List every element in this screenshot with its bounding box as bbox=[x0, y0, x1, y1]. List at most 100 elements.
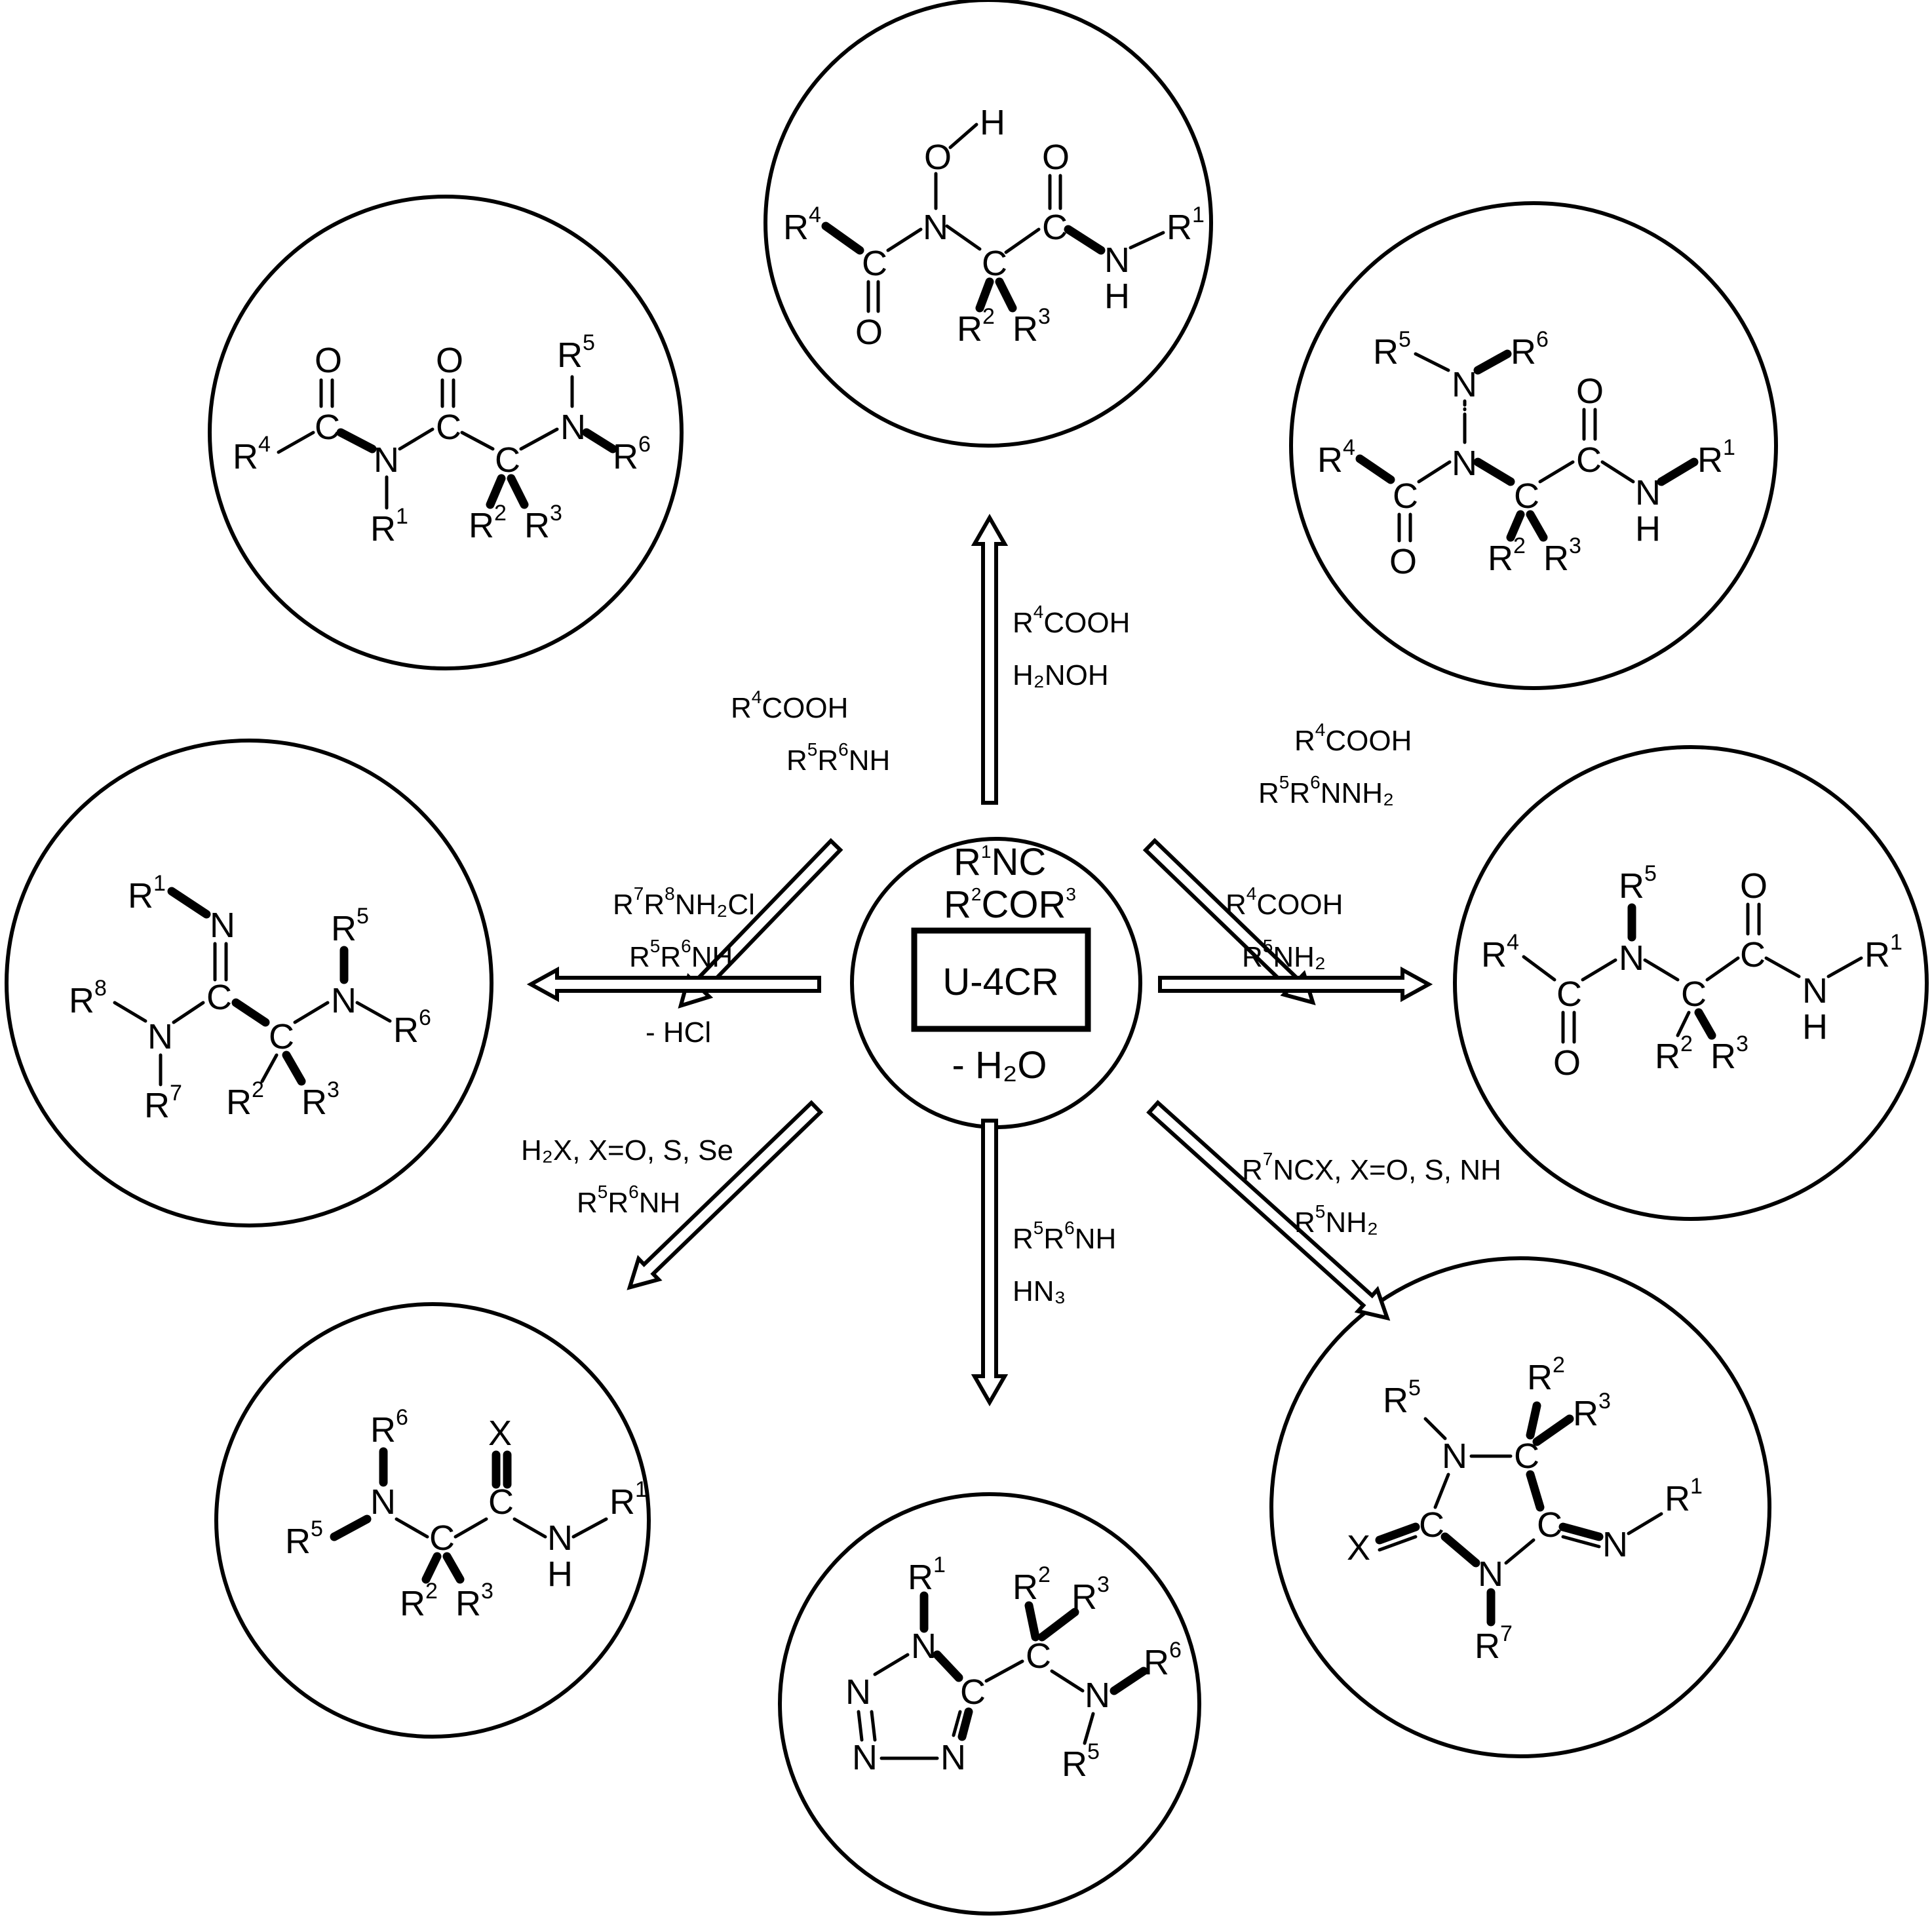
svg-text:N: N bbox=[1452, 444, 1477, 483]
svg-text:R6: R6 bbox=[1511, 327, 1549, 372]
svg-text:O: O bbox=[1553, 1043, 1581, 1083]
svg-text:R1: R1 bbox=[1665, 1474, 1703, 1518]
svg-text:R1: R1 bbox=[908, 1552, 946, 1597]
structure-bottom: R1 N N N N C C R2 R3 N R6 R5 bbox=[845, 1552, 1182, 1784]
structure-bottom-left: R6 N R5 C R2 R3 C X N H R1 bbox=[285, 1405, 647, 1623]
structure-left: R1 N C R8 N R7 C R2 R3 N R5 R6 bbox=[69, 871, 431, 1125]
svg-text:C: C bbox=[488, 1482, 514, 1522]
product-circle-top-right bbox=[1289, 201, 1778, 690]
svg-text:N: N bbox=[331, 981, 357, 1020]
svg-text:- HCl: - HCl bbox=[646, 1016, 711, 1049]
reagents-left: R7R8NH₂Cl R5R6NH - HCl bbox=[613, 883, 755, 1049]
svg-text:R7: R7 bbox=[144, 1081, 182, 1125]
svg-text:R3: R3 bbox=[524, 501, 562, 545]
svg-text:O: O bbox=[1389, 542, 1417, 581]
svg-text:R1: R1 bbox=[1697, 435, 1735, 480]
svg-text:O: O bbox=[1576, 372, 1604, 411]
svg-text:R5: R5 bbox=[1373, 327, 1411, 372]
svg-text:C: C bbox=[1740, 935, 1766, 974]
svg-text:R5NH₂: R5NH₂ bbox=[1294, 1201, 1378, 1239]
svg-text:N: N bbox=[1478, 1554, 1503, 1594]
svg-text:R4COOH: R4COOH bbox=[1013, 602, 1130, 639]
svg-text:C: C bbox=[1537, 1505, 1562, 1545]
svg-text:C: C bbox=[206, 978, 232, 1017]
svg-text:R7R8NH₂Cl: R7R8NH₂Cl bbox=[613, 883, 755, 921]
svg-text:H: H bbox=[547, 1554, 573, 1594]
arrow-right bbox=[1158, 966, 1433, 1003]
svg-text:C: C bbox=[269, 1017, 294, 1056]
svg-text:R4COOH: R4COOH bbox=[1294, 720, 1412, 757]
svg-text:R2: R2 bbox=[400, 1579, 438, 1623]
svg-text:R5: R5 bbox=[1062, 1739, 1100, 1784]
u4cr-box bbox=[911, 927, 1091, 1032]
svg-text:N: N bbox=[547, 1518, 573, 1558]
svg-text:O: O bbox=[436, 341, 463, 380]
product-circle-bottom-left bbox=[214, 1302, 651, 1739]
svg-text:R1: R1 bbox=[128, 871, 166, 916]
svg-text:O: O bbox=[855, 313, 883, 352]
svg-text:C: C bbox=[982, 244, 1007, 283]
svg-text:H₂NOH: H₂NOH bbox=[1013, 659, 1109, 691]
arrow-down-right bbox=[1146, 1100, 1391, 1321]
arrow-up bbox=[971, 513, 1009, 805]
svg-text:N: N bbox=[923, 208, 948, 247]
reagents-right: R4COOH R5NH₂ bbox=[1226, 883, 1343, 973]
structure-top: R4 C O N O H C R2 R3 C O N H R1 bbox=[783, 103, 1205, 352]
svg-text:C: C bbox=[862, 244, 887, 283]
svg-text:C: C bbox=[1419, 1505, 1444, 1545]
svg-text:R5R6NH: R5R6NH bbox=[629, 936, 733, 973]
svg-text:R5R6NH: R5R6NH bbox=[1013, 1218, 1116, 1255]
svg-text:N: N bbox=[845, 1672, 871, 1712]
svg-text:N: N bbox=[1635, 473, 1661, 512]
svg-text:N: N bbox=[370, 1482, 396, 1522]
svg-text:H: H bbox=[1635, 509, 1661, 549]
svg-text:R4COOH: R4COOH bbox=[731, 687, 848, 724]
svg-text:R3: R3 bbox=[1072, 1572, 1110, 1617]
svg-text:C: C bbox=[436, 408, 461, 447]
svg-text:R1NC: R1NC bbox=[954, 841, 1046, 883]
svg-text:O: O bbox=[924, 138, 952, 177]
structure-top-left: R4 C O N R1 C O C R2 R3 N R5 R6 bbox=[233, 330, 651, 549]
structure-top-right: R5 N R6 N R4 C O C R2 R3 C O N H R1 bbox=[1317, 327, 1735, 581]
reagents-down-right: R7NCX, X=O, S, NH R5NH₂ bbox=[1242, 1149, 1501, 1239]
svg-text:R5: R5 bbox=[331, 904, 369, 948]
svg-text:R2: R2 bbox=[226, 1077, 264, 1122]
svg-text:C: C bbox=[1576, 440, 1602, 480]
svg-text:R8: R8 bbox=[69, 976, 107, 1020]
svg-text:C: C bbox=[960, 1672, 986, 1712]
svg-text:N: N bbox=[1085, 1676, 1110, 1715]
svg-text:R3: R3 bbox=[1573, 1389, 1611, 1433]
product-circle-bottom-right bbox=[1269, 1256, 1771, 1758]
svg-text:O: O bbox=[315, 341, 342, 380]
svg-text:R2: R2 bbox=[1527, 1353, 1565, 1397]
svg-text:R6: R6 bbox=[1144, 1638, 1182, 1682]
svg-text:R5NH₂: R5NH₂ bbox=[1242, 936, 1326, 973]
svg-text:O: O bbox=[1740, 866, 1768, 906]
svg-text:R6: R6 bbox=[613, 432, 651, 476]
svg-text:O: O bbox=[1042, 138, 1070, 177]
svg-text:N: N bbox=[1802, 971, 1828, 1011]
reagents-up-right: R4COOH R5R6NNH₂ bbox=[1258, 720, 1412, 809]
svg-text:H: H bbox=[1802, 1007, 1828, 1047]
svg-text:R4: R4 bbox=[1481, 930, 1519, 974]
svg-text:N: N bbox=[1602, 1525, 1628, 1564]
structure-bottom-right: R5 N C R2 R3 C N R1 C X N R7 bbox=[1347, 1353, 1703, 1666]
svg-text:R4COOH: R4COOH bbox=[1226, 883, 1343, 921]
structure-right: R4 C O N R5 C R2 R3 C O N H R1 bbox=[1481, 861, 1903, 1083]
svg-text:R5: R5 bbox=[1383, 1376, 1421, 1420]
arrow-down bbox=[971, 1119, 1009, 1407]
svg-text:R2: R2 bbox=[1488, 533, 1526, 578]
svg-text:R3: R3 bbox=[1710, 1031, 1748, 1076]
svg-text:R2: R2 bbox=[957, 304, 995, 349]
arrow-left bbox=[526, 966, 821, 1003]
svg-text:R5: R5 bbox=[285, 1516, 323, 1561]
svg-text:N: N bbox=[147, 1017, 173, 1056]
svg-text:R5: R5 bbox=[1619, 861, 1657, 906]
product-circle-top-left bbox=[208, 195, 684, 670]
product-circle-left bbox=[5, 739, 493, 1227]
svg-text:C: C bbox=[1556, 974, 1582, 1014]
product-circle-bottom bbox=[778, 1492, 1201, 1916]
svg-text:C: C bbox=[495, 440, 520, 480]
svg-text:C: C bbox=[429, 1518, 455, 1558]
